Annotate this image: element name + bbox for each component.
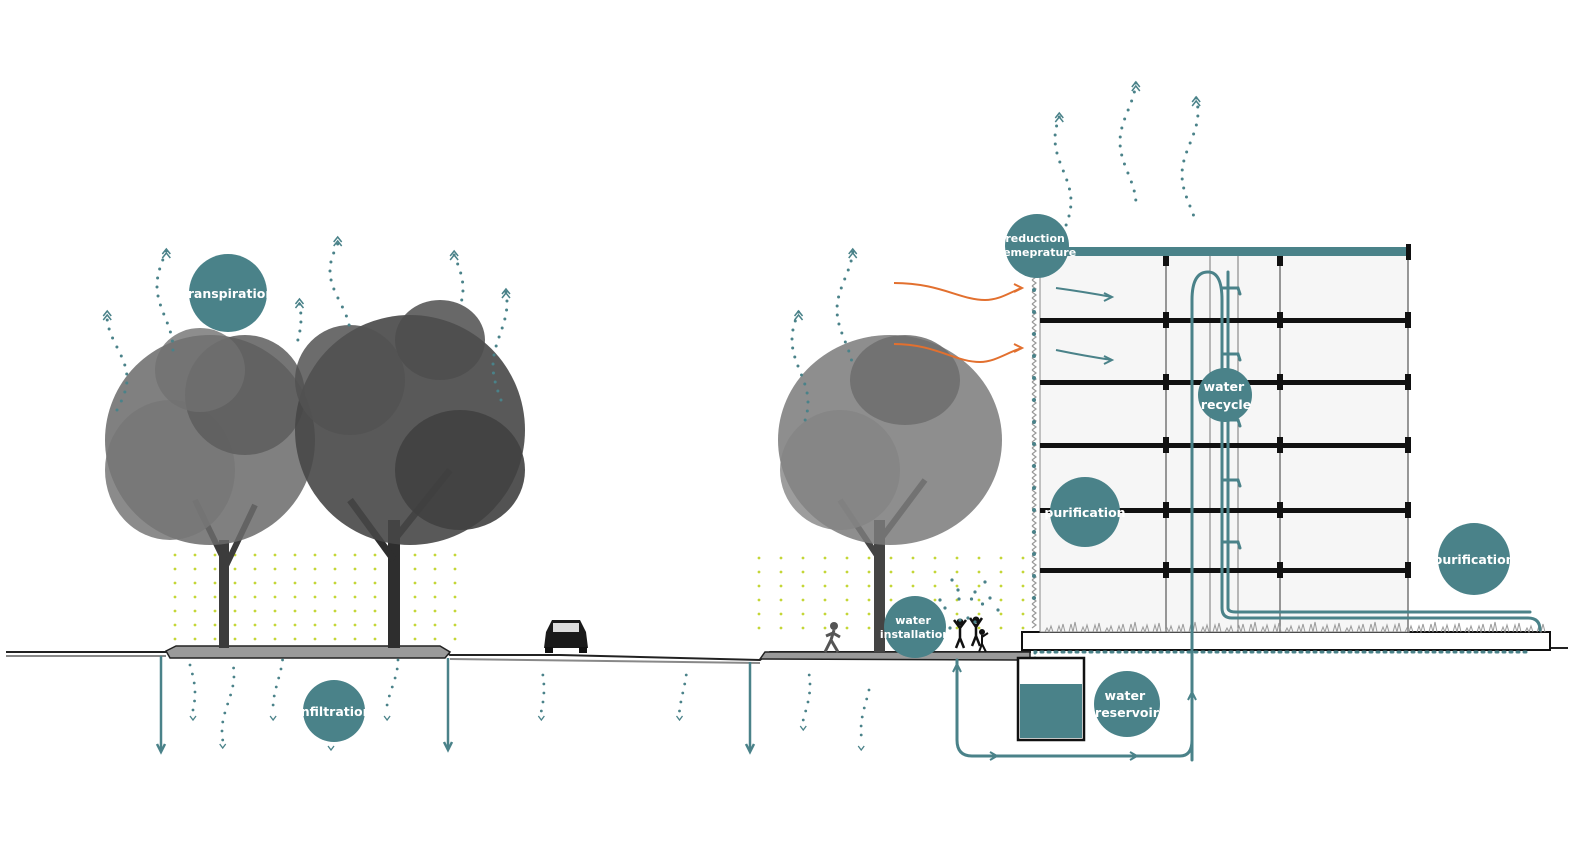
- green-roof-slab: [1040, 247, 1410, 256]
- label-water-installation-line-1: water: [895, 614, 931, 627]
- vapour-arrows: [102, 80, 1201, 422]
- understory-planting-dots-right: [757, 556, 1025, 630]
- vapour-arrow-icon: [102, 309, 112, 321]
- soil-bed-right: [758, 651, 1031, 661]
- label-purification-facade-line-1: purification: [1044, 505, 1125, 520]
- label-transpiration-line-1: transpiration: [182, 286, 275, 301]
- building: [1031, 244, 1546, 634]
- tree-icon: [778, 335, 1002, 652]
- svg-text:reduction temeprature: reduction temeprature: [998, 232, 1076, 259]
- svg-text:water installation: water installation: [880, 614, 950, 641]
- car-icon: [544, 620, 588, 653]
- label-purification-roof-line-1: purification: [1433, 552, 1514, 567]
- fountain-spray: [928, 578, 1000, 630]
- vapour-arrow-icon: [1054, 111, 1064, 123]
- vapour-arrow-icon: [333, 235, 343, 247]
- heat-flow-arrow-icon: [893, 282, 1023, 302]
- water-reservoir-tank: [1016, 656, 1086, 742]
- vapour-arrow-icon: [501, 287, 511, 299]
- flow-arrows: [952, 661, 1197, 761]
- runner-icon: [823, 622, 841, 653]
- vapour-arrow-icon: [294, 297, 305, 309]
- label-water-recycle-line-1: water: [1204, 379, 1245, 394]
- label-reduction-temperature-line-2: temeprature: [998, 246, 1076, 259]
- label-water-installation-line-2: installation: [880, 628, 950, 641]
- label-reduction-temperature: reduction temeprature: [998, 214, 1076, 278]
- building-facade: [1039, 251, 1409, 633]
- svg-text:purification: purification: [1433, 552, 1514, 567]
- soil-bed-left: [164, 645, 452, 659]
- label-purification-roof: purification: [1433, 523, 1515, 595]
- label-water-recycle-line-2: recycle: [1201, 397, 1251, 412]
- vapour-arrow-icon: [793, 309, 804, 321]
- tree-icon: [105, 328, 315, 648]
- label-water-installation: water installation: [880, 596, 950, 658]
- vapour-arrow-icon: [449, 249, 459, 261]
- heat-flow-arrow-icon: [893, 343, 1023, 364]
- vapour-arrow-icon: [161, 247, 171, 259]
- svg-text:water recycle: water recycle: [1201, 379, 1251, 412]
- svg-text:water reservoir: water reservoir: [1095, 688, 1160, 720]
- heat-flow-arrows: [893, 282, 1025, 364]
- water-recycle-pipes: [955, 270, 1542, 762]
- understory-planting-dots-left: [173, 553, 457, 641]
- label-water-reservoir: water reservoir: [1094, 671, 1160, 737]
- svg-text:purification: purification: [1044, 505, 1125, 520]
- vapour-arrow-icon: [1191, 95, 1201, 107]
- green-facade: [1031, 261, 1037, 629]
- label-purification-facade: purification: [1044, 477, 1126, 547]
- ground-section: [6, 631, 1568, 664]
- cool-air-arrows: [1055, 287, 1115, 365]
- label-reduction-temperature-line-1: reduction: [1005, 232, 1065, 245]
- drainage-pipes: [155, 656, 756, 755]
- building-base-slab: [1021, 631, 1551, 651]
- ground-floor-planting: [1044, 621, 1546, 634]
- tree-icon: [295, 300, 525, 648]
- trees: [105, 300, 1002, 652]
- label-infiltration-line-1: infiltration: [296, 704, 371, 719]
- svg-text:infiltration: infiltration: [296, 704, 371, 719]
- vapour-arrow-icon: [848, 247, 858, 259]
- children-playing-icon: [953, 616, 989, 653]
- svg-text:transpiration: transpiration: [182, 286, 275, 301]
- label-water-recycle: water recycle: [1198, 368, 1252, 422]
- label-transpiration: transpiration: [182, 254, 275, 332]
- label-water-reservoir-line-2: reservoir: [1095, 705, 1160, 720]
- vapour-arrow-icon: [1131, 80, 1141, 92]
- infiltration-arrows: [188, 658, 871, 752]
- label-infiltration: infiltration: [296, 680, 372, 742]
- label-water-reservoir-line-1: water: [1105, 688, 1146, 703]
